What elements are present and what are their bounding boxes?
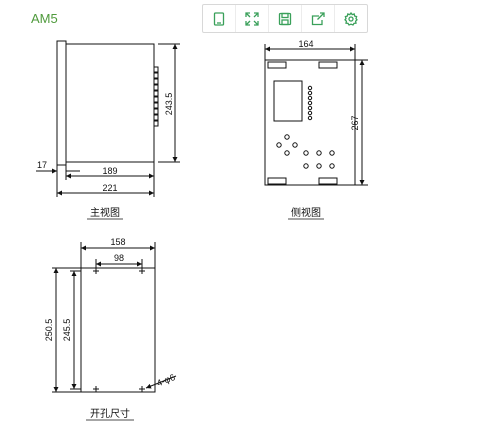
dim-front-total: 221 [102,183,117,193]
settings-icon [344,11,358,26]
dim-cutout-height-outer: 250.5 [44,319,54,342]
dim-holes: 4-φ6 [155,372,176,388]
tablet-icon [213,11,225,26]
dim-side-height: 267 [350,115,360,130]
front-view-label: 主视图 [90,206,120,219]
dim-side-width: 164 [298,39,313,49]
mounting-holes [93,268,145,392]
dim-cutout-height-inner: 245.5 [62,319,72,342]
settings-button[interactable] [334,5,367,32]
tablet-view-button[interactable] [203,5,235,32]
dim-cutout-width: 158 [110,237,125,247]
toolbar [202,4,368,33]
fullscreen-icon [245,11,259,26]
dim-front-height: 243.5 [164,93,174,116]
share-icon [311,11,325,25]
save-button[interactable] [268,5,301,32]
dim-hole-spacing: 98 [114,253,124,263]
cutout-view [52,242,177,393]
front-view [36,40,180,197]
share-button[interactable] [301,5,334,32]
fullscreen-button[interactable] [235,5,268,32]
dim-front-depth: 189 [102,166,117,176]
dim-front-offset: 17 [37,160,47,170]
rear-terminals [153,66,159,127]
product-title: AM5 [31,11,58,26]
side-view-label: 侧视图 [291,206,321,219]
side-view [264,44,368,186]
save-icon [278,12,292,25]
cutout-label: 开孔尺寸 [90,407,130,420]
